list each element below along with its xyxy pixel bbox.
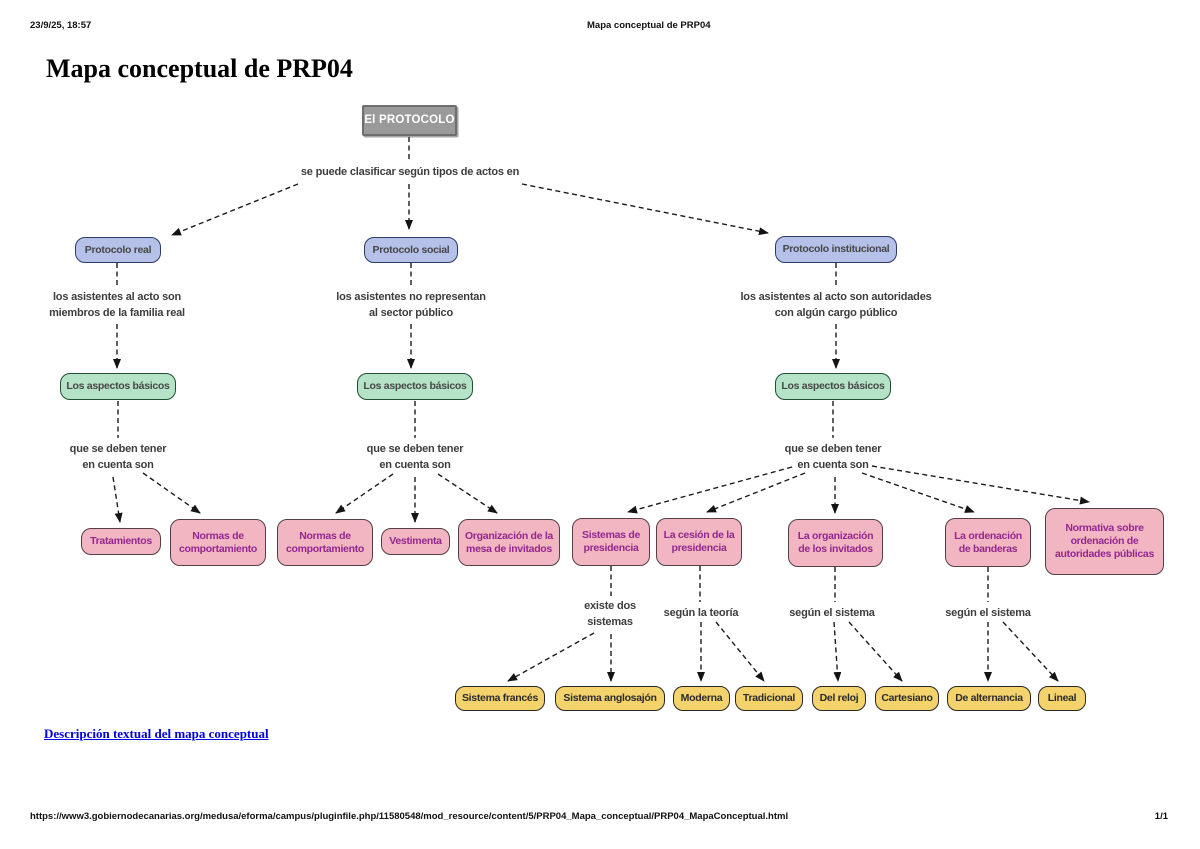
page-title: Mapa conceptual de PRP04 [46, 54, 353, 83]
edge-label-line: que se deben tener [366, 443, 464, 455]
edge-label-line: con algún cargo público [774, 307, 898, 319]
print-header-title: Mapa conceptual de PRP04 [587, 20, 711, 31]
node-moderna: Moderna [673, 686, 730, 711]
edge-label-line: que se deben tener [69, 443, 167, 455]
node-organizacion-invitados: La organización de los invitados [788, 519, 883, 567]
edge-lines [112, 137, 1090, 682]
node-aspectos-basicos-institucional: Los aspectos básicos [775, 373, 891, 400]
node-de-alternancia: De alternancia [947, 686, 1031, 711]
node-protocolo-institucional: Protocolo institucional [775, 236, 897, 263]
node-el-protocolo: El PROTOCOLO [362, 105, 457, 136]
node-vestimenta: Vestimenta [381, 528, 450, 555]
edge-label-line: los asistentes al acto son [52, 291, 182, 303]
edge-label-segun-el-sistema-2: según el sistema [945, 607, 1031, 619]
edge-label-line: sistemas [587, 616, 633, 628]
edge-label-desc-social: los asistentes no representan al sector … [321, 289, 501, 321]
edge-label-line: al sector público [368, 307, 453, 319]
node-del-reloj: Del reloj [812, 686, 866, 711]
node-organizacion-mesa: Organización de la mesa de invitados [458, 519, 560, 566]
edge-label-line: los asistentes no representan [336, 291, 486, 303]
node-sistema-frances: Sistema francés [455, 686, 545, 711]
edge-label-que-deben-institucional: que se deben tener en cuenta son [763, 441, 903, 473]
edge-label-que-deben-social: que se deben tener en cuenta son [345, 441, 485, 473]
edge-label-que-deben-real: que se deben tener en cuenta son [48, 441, 188, 473]
node-sistema-anglosajon: Sistema anglosajón [555, 686, 665, 711]
node-ordenacion-banderas: La ordenación de banderas [945, 518, 1031, 567]
edge-label-line: en cuenta son [797, 459, 869, 471]
node-sistemas-presidencia: Sistemas de presidencia [572, 518, 650, 566]
node-normas-comportamiento-social: Normas de comportamiento [277, 519, 373, 566]
edge-label-line: en cuenta son [379, 459, 451, 471]
node-protocolo-social: Protocolo social [364, 237, 458, 263]
edge-label-desc-real: los asistentes al acto son miembros de l… [27, 289, 207, 321]
print-footer-url: https://www3.gobiernodecanarias.org/medu… [30, 811, 789, 822]
print-footer-page-number: 1/1 [1154, 811, 1168, 822]
node-cartesiano: Cartesiano [875, 686, 939, 711]
node-normas-comportamiento-real: Normas de comportamiento [170, 519, 266, 566]
edge-label-segun-el-sistema-1: según el sistema [789, 607, 875, 619]
node-normativa: Normativa sobre ordenación de autoridade… [1045, 508, 1164, 575]
textual-description-link[interactable]: Descripción textual del mapa conceptual [44, 726, 269, 741]
node-aspectos-basicos-real: Los aspectos básicos [60, 373, 176, 400]
edge-label-line: los asistentes al acto son autoridades [740, 291, 932, 303]
edge-label-line: existe dos [584, 600, 636, 612]
print-header-datetime: 23/9/25, 18:57 [30, 20, 92, 31]
node-cesion-presidencia: La cesión de la presidencia [656, 518, 742, 566]
node-protocolo-real: Protocolo real [75, 237, 161, 263]
edge-label-existe-dos-sistemas: existe dos sistemas [560, 598, 660, 630]
edge-label-line: miembros de la familia real [49, 307, 185, 319]
node-tratamientos: Tratamientos [81, 528, 161, 555]
edge-label-segun-la-teoria: según la teoría [663, 607, 739, 619]
edge-label-desc-institucional: los asistentes al acto son autoridades c… [721, 289, 951, 321]
node-lineal: Lineal [1038, 686, 1086, 711]
node-tradicional: Tradicional [735, 686, 803, 711]
edge-label-line: en cuenta son [82, 459, 154, 471]
edge-label-classifier: se puede clasificar según tipos de actos… [300, 166, 520, 178]
edge-label-line: que se deben tener [784, 443, 882, 455]
node-aspectos-basicos-social: Los aspectos básicos [357, 373, 473, 400]
